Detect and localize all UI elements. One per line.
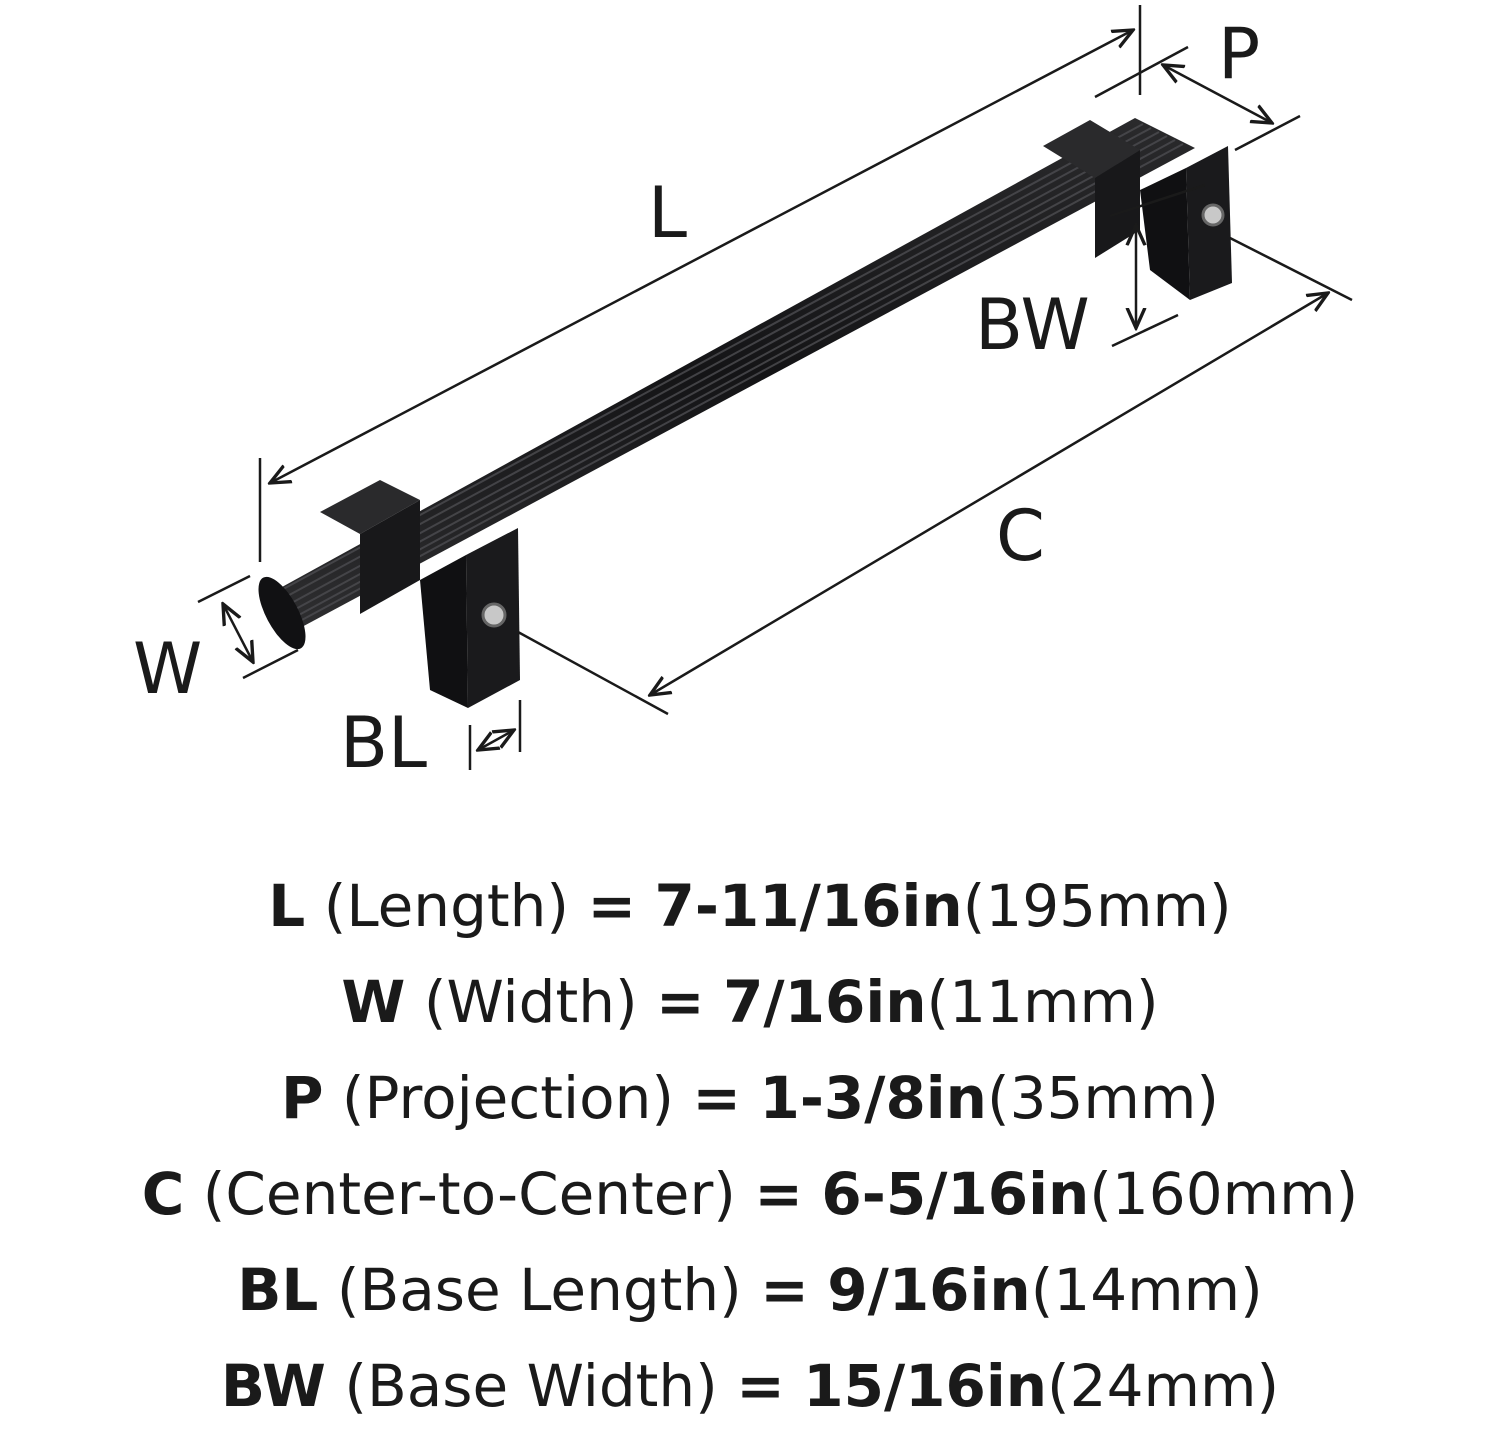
spec-row-base-length: BL (Base Length) = 9/16in(14mm)	[0, 1242, 1500, 1338]
spec-name: (Projection)	[341, 1064, 674, 1132]
bar-pull	[258, 118, 1232, 708]
spec-row-width: W (Width) = 7/16in(11mm)	[0, 954, 1500, 1050]
spec-key: L	[268, 872, 306, 940]
spec-metric: (11mm)	[926, 968, 1159, 1036]
label-P: P	[1218, 13, 1260, 95]
spec-imperial: 9/16in	[827, 1256, 1031, 1324]
spec-key: BW	[220, 1352, 326, 1420]
dim-C-ext-left	[517, 630, 669, 716]
right-base-side	[1140, 168, 1190, 300]
spec-eq: =	[736, 1352, 785, 1420]
right-threaded-insert	[1201, 203, 1225, 227]
dim-P-ext-top	[1094, 45, 1189, 99]
spec-list: L (Length) = 7-11/16in(195mm) W (Width) …	[0, 858, 1500, 1434]
dim-BW-ext-bottom	[1111, 313, 1179, 348]
spec-metric: (14mm)	[1030, 1256, 1263, 1324]
label-BW: BW	[975, 284, 1090, 366]
dimension-lines	[197, 5, 1353, 770]
dim-W-ext-bottom	[242, 648, 299, 680]
dim-W-ext-top	[197, 574, 251, 604]
label-W: W	[133, 628, 202, 710]
dim-BL-line	[478, 730, 514, 750]
left-post-top	[320, 480, 420, 534]
spec-imperial: 1-3/8in	[759, 1064, 987, 1132]
spec-metric: (160mm)	[1089, 1160, 1359, 1228]
left-post-front	[360, 500, 420, 614]
spec-name: (Width)	[423, 968, 638, 1036]
spec-metric: (195mm)	[962, 872, 1232, 940]
spec-row-center-to-center: C (Center-to-Center) = 6-5/16in(160mm)	[0, 1146, 1500, 1242]
dim-W-line	[223, 604, 253, 662]
spec-row-projection: P (Projection) = 1-3/8in(35mm)	[0, 1050, 1500, 1146]
spec-row-base-width: BW (Base Width) = 15/16in(24mm)	[0, 1338, 1500, 1434]
spec-metric: (35mm)	[986, 1064, 1220, 1132]
dim-C-line	[650, 293, 1328, 695]
spec-eq: =	[754, 1160, 803, 1228]
dim-P-line	[1163, 65, 1272, 123]
spec-name: (Base Length)	[336, 1256, 742, 1324]
spec-eq: =	[587, 872, 637, 940]
dim-L-line	[270, 30, 1133, 483]
left-base-side	[420, 555, 468, 708]
spec-name: (Base Width)	[344, 1352, 718, 1420]
left-threaded-insert	[481, 602, 507, 628]
label-L: L	[648, 172, 687, 254]
spec-eq: =	[760, 1256, 809, 1324]
spec-key: W	[341, 968, 406, 1036]
dim-BW-ext-top	[1109, 183, 1206, 218]
spec-metric: (24mm)	[1047, 1352, 1280, 1420]
bar-end-cap	[258, 576, 306, 650]
label-BL: BL	[340, 702, 427, 784]
spec-row-length: L (Length) = 7-11/16in(195mm)	[0, 858, 1500, 954]
spec-imperial: 7-11/16in	[654, 872, 963, 940]
spec-name: (Length)	[323, 872, 570, 940]
dimension-diagram: L P BW C W BL	[133, 5, 1353, 784]
spec-key: C	[141, 1160, 185, 1228]
spec-eq: =	[656, 968, 705, 1036]
spec-key: P	[280, 1064, 324, 1132]
spec-eq: =	[692, 1064, 742, 1132]
spec-name: (Center-to-Center)	[202, 1160, 736, 1228]
dim-C-ext-right	[1229, 236, 1353, 302]
spec-imperial: 6-5/16in	[821, 1160, 1090, 1228]
spec-key: BL	[237, 1256, 319, 1324]
dim-P-ext-bottom	[1234, 114, 1301, 152]
spec-imperial: 15/16in	[803, 1352, 1048, 1420]
spec-imperial: 7/16in	[723, 968, 927, 1036]
label-C: C	[996, 495, 1045, 577]
